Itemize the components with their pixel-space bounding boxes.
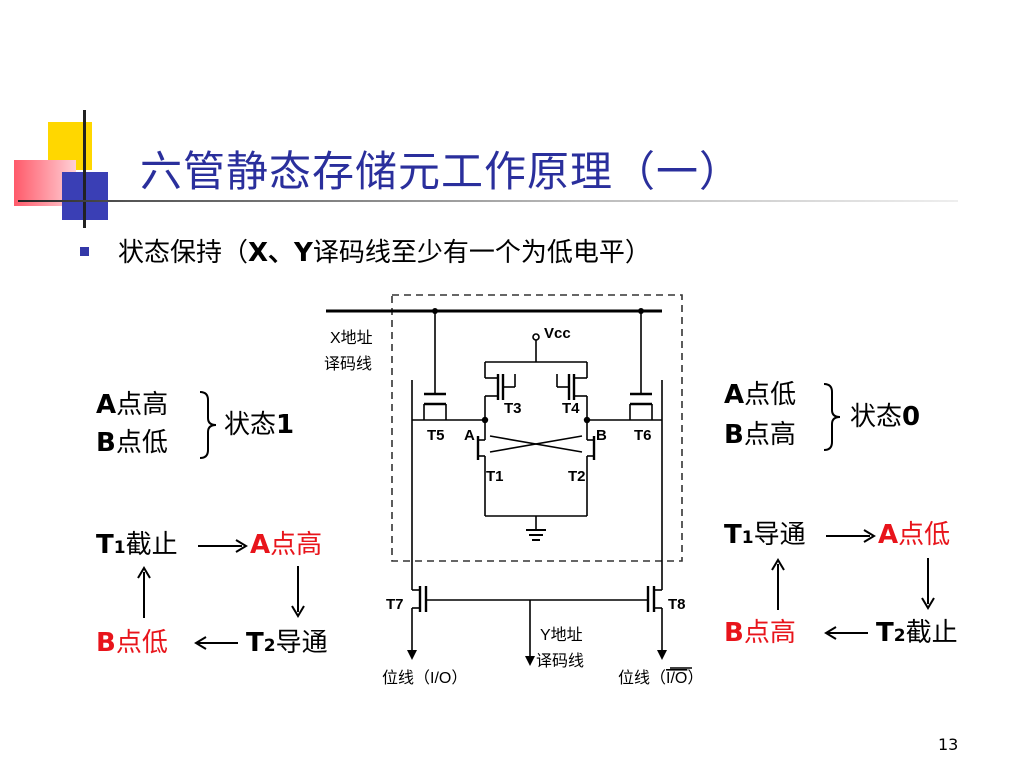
right-arrow-down <box>921 558 935 610</box>
left-arrow-right <box>198 539 248 553</box>
left-arrow-left <box>194 636 238 650</box>
t4-label: T4 <box>562 400 580 417</box>
right-a-low: A点低 <box>724 380 797 410</box>
node-a-label: A <box>464 427 475 444</box>
bullet-marker <box>80 247 89 256</box>
logo-vertical-line <box>83 110 86 228</box>
x-line-label-2: 译码线 <box>324 355 372 373</box>
right-b-high: B点高 <box>724 420 796 450</box>
node-b-label: B <box>596 427 607 444</box>
left-t1-off: T1截止 <box>96 530 178 560</box>
right-a-low-red: A点低 <box>878 520 951 550</box>
right-brace <box>823 383 841 451</box>
right-t1-on: T1导通 <box>724 520 806 550</box>
t1-label: T1 <box>486 468 504 485</box>
left-arrow-down <box>291 566 305 618</box>
left-b-low-red: B点低 <box>96 628 168 658</box>
logo-horizontal-line <box>18 200 958 202</box>
vcc-label: Vcc <box>544 325 571 342</box>
y-line-label-1: Y地址 <box>540 626 583 644</box>
bitline-left-label: 位线（I/O） <box>382 669 467 687</box>
left-brace <box>199 391 217 459</box>
cell-dashed-boundary <box>391 294 683 562</box>
left-b-low: B点低 <box>96 428 168 458</box>
right-arrow-left <box>824 626 868 640</box>
right-arrow-right <box>826 529 876 543</box>
right-arrow-up <box>771 558 785 610</box>
t8-label: T8 <box>668 596 686 613</box>
left-arrow-up <box>137 566 151 618</box>
t7-label: T7 <box>386 596 404 613</box>
right-state-label: 状态0 <box>850 402 921 432</box>
x-line-label-1: X地址 <box>330 329 373 347</box>
left-state-label: 状态1 <box>224 410 295 440</box>
left-a-high-red: A点高 <box>250 530 323 560</box>
t5-label: T5 <box>427 427 445 444</box>
right-t2-off: T2截止 <box>876 618 958 648</box>
left-t2-on: T2导通 <box>246 628 328 658</box>
y-line-label-2: 译码线 <box>536 652 584 670</box>
t2-label: T2 <box>568 468 586 485</box>
t6-label: T6 <box>634 427 652 444</box>
page-number: 13 <box>938 735 959 754</box>
vcc-terminal <box>532 333 540 341</box>
bullet-text: 状态保持（X、Y译码线至少有一个为低电平） <box>118 238 651 268</box>
sram-circuit-diagram: X地址 译码线 Vcc T3 T4 T5 T6 A B T1 T2 T7 T8 … <box>324 294 703 687</box>
t3-label: T3 <box>504 400 522 417</box>
left-a-high: A点高 <box>96 390 169 420</box>
right-b-high-red: B点高 <box>724 618 796 648</box>
bitline-right-label: 位线（I/O） <box>618 669 703 687</box>
bitline-right-overbar-text: I/O <box>666 670 687 687</box>
page-title: 六管静态存储元工作原理（一） <box>140 147 743 196</box>
